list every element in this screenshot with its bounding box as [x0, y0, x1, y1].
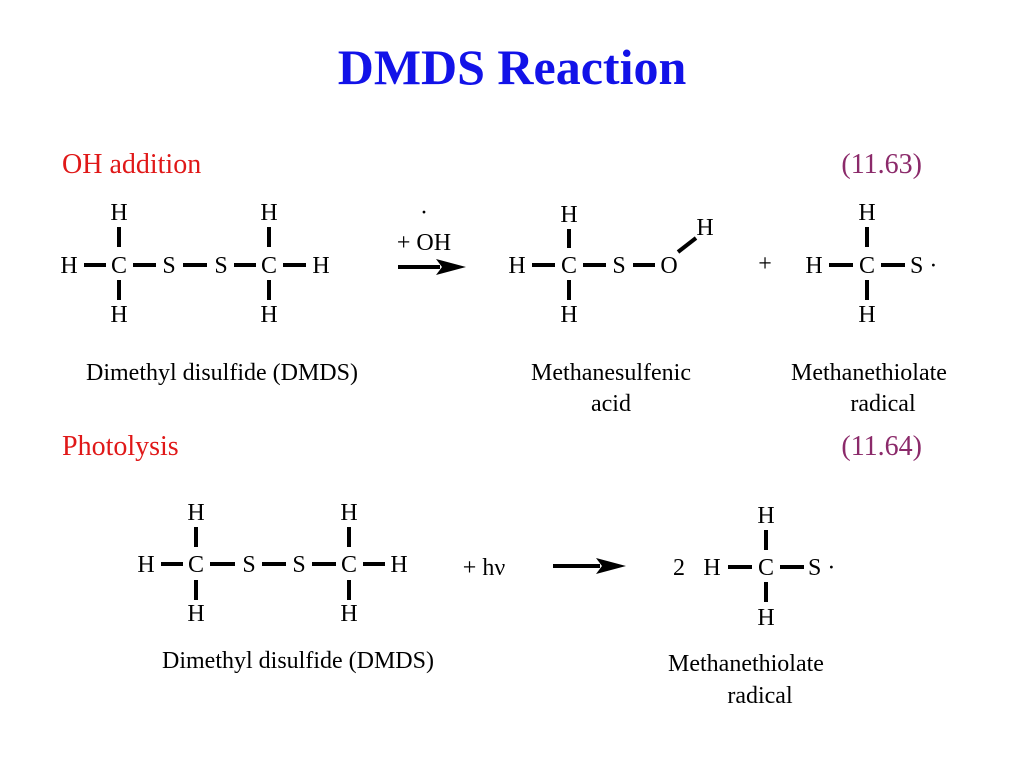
atom-h-top-right: H: [340, 500, 357, 526]
atom-s-radical: S ·: [808, 555, 835, 581]
atom-h-on-o: H: [696, 215, 713, 241]
dmds-structure-2: H H H C S S C H H H: [137, 500, 407, 627]
methanethiolate-structure-1: H H C S · H: [805, 200, 937, 328]
dmds-structure-1: H H H C S S C H H H: [60, 200, 329, 328]
atom-h-bottom: H: [757, 605, 774, 631]
atom-h-left: H: [60, 253, 77, 279]
atom-s-left: S: [242, 552, 255, 578]
reaction-arrow-2: [553, 558, 626, 574]
atom-c: C: [859, 253, 875, 279]
methanethiolate-name-1: Methanethiolate: [791, 360, 947, 386]
methanesulfenic-name-line1: Methanesulfenic: [531, 360, 691, 386]
slide-title: DMDS Reaction: [338, 39, 687, 95]
plus-sign: +: [758, 251, 772, 277]
reaction-photolysis: Photolysis (11.64) H H H C S S C H H H: [62, 431, 922, 709]
atom-s-left: S: [162, 253, 175, 279]
bonds: [728, 530, 804, 602]
atom-h-left: H: [805, 253, 822, 279]
atom-s-right: S: [292, 552, 305, 578]
atom-h-left: H: [508, 253, 525, 279]
atom-o: O: [660, 253, 677, 279]
reagent-oh: + OH: [397, 230, 451, 256]
atom-h-top: H: [757, 503, 774, 529]
bonds: [532, 229, 698, 300]
atom-h-right: H: [390, 552, 407, 578]
dmds-name-2: Dimethyl disulfide (DMDS): [162, 648, 434, 674]
bonds: [84, 227, 306, 300]
radical-dot: ·: [420, 200, 428, 226]
reaction-arrow-1: [398, 259, 466, 275]
atom-h-top-left: H: [187, 500, 204, 526]
heading-photolysis: Photolysis: [62, 431, 179, 462]
atom-c-left: C: [188, 552, 204, 578]
atom-h-bottom: H: [858, 302, 875, 328]
methanethiolate-name-line1: Methanethiolate: [668, 651, 824, 677]
atom-h-bottom-left: H: [110, 302, 127, 328]
methanethiolate-name-line2: radical: [850, 391, 916, 417]
atom-h-top-right: H: [260, 200, 277, 226]
bonds: [829, 227, 905, 300]
atom-h-bottom-right: H: [340, 601, 357, 627]
equation-number-11-63: (11.63): [841, 149, 922, 180]
bonds: [161, 527, 385, 600]
methanethiolate-name-2: Methanethiolate: [668, 651, 824, 677]
equation-number-11-64: (11.64): [841, 431, 922, 462]
atom-h-top: H: [560, 202, 577, 228]
atom-h-left: H: [703, 555, 720, 581]
atom-s: S: [612, 253, 625, 279]
atom-s-right: S: [214, 253, 227, 279]
heading-oh-addition: OH addition: [62, 149, 201, 180]
stoichiometric-coefficient: 2: [673, 555, 685, 581]
atom-h-top-left: H: [110, 200, 127, 226]
atom-c-right: C: [261, 253, 277, 279]
reagent-hv: + hν: [463, 555, 506, 581]
atom-c: C: [561, 253, 577, 279]
methanethiolate-name-line2: radical: [727, 683, 793, 709]
atom-s-radical: S ·: [910, 253, 937, 279]
reaction-oh-addition: OH addition (11.63) H H H C S S C H H H: [60, 149, 947, 417]
methanesulfenic-acid-structure: H H C S O H H: [508, 202, 713, 328]
atom-h-bottom-left: H: [187, 601, 204, 627]
methanesulfenic-name-line2: acid: [591, 391, 631, 417]
atom-c: C: [758, 555, 774, 581]
atom-h-top: H: [858, 200, 875, 226]
atom-h-bottom-right: H: [260, 302, 277, 328]
methanethiolate-structure-2: 2 H H C S · H: [673, 503, 835, 631]
methanethiolate-name-line1: Methanethiolate: [791, 360, 947, 386]
dmds-name-1: Dimethyl disulfide (DMDS): [86, 360, 358, 386]
atom-c-right: C: [341, 552, 357, 578]
atom-h-bottom: H: [560, 302, 577, 328]
atom-h-left: H: [137, 552, 154, 578]
atom-c-left: C: [111, 253, 127, 279]
atom-h-right: H: [312, 253, 329, 279]
